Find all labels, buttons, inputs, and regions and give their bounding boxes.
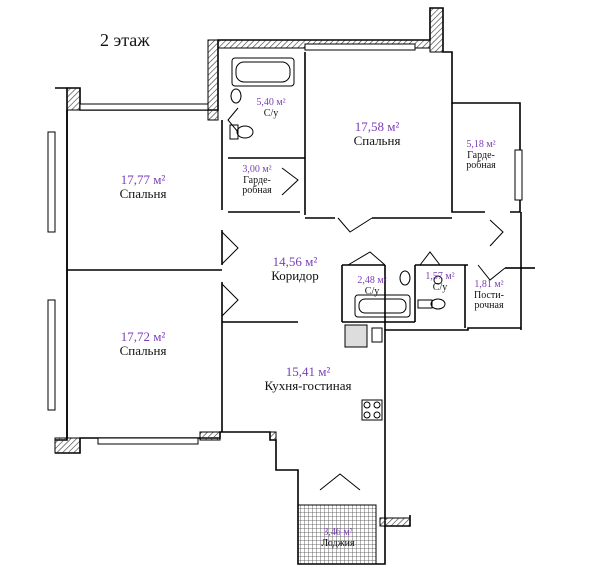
- room-area: 1,57 м²: [425, 271, 455, 282]
- room-name: Спальня: [353, 132, 401, 148]
- room-area: 3,46 м²: [323, 527, 353, 538]
- loggia-floor: [297, 504, 377, 565]
- room-name: С/у: [263, 107, 279, 119]
- room-area: 15,41 м²: [285, 364, 331, 379]
- exterior-walls: [55, 7, 535, 565]
- room-name: Гарде- робная: [466, 149, 496, 171]
- floor-title: 2 этаж: [100, 30, 150, 50]
- windows: [47, 43, 523, 445]
- room-name: Спальня: [119, 342, 167, 358]
- fixtures: [229, 57, 446, 421]
- room-area: 5,18 м²: [466, 139, 496, 150]
- room-name: Гарде- робная: [242, 174, 272, 196]
- room-name: Спальня: [119, 185, 167, 201]
- room-area: 1,81 м²: [474, 279, 504, 290]
- doors: [221, 107, 506, 491]
- room-name: Коридор: [271, 267, 319, 283]
- room-area: 17,77 м²: [120, 172, 166, 187]
- room-name: Лоджия: [321, 537, 355, 549]
- room-name: С/у: [432, 281, 448, 293]
- room-name: С/у: [364, 285, 380, 297]
- room-area: 2,48 м²: [357, 275, 387, 286]
- room-area: 17,72 м²: [120, 329, 166, 344]
- room-area: 3,00 м²: [242, 164, 272, 175]
- room-area: 5,40 м²: [256, 97, 286, 108]
- room-name: Кухня-гостиная: [264, 377, 352, 393]
- room-area: 14,56 м²: [272, 254, 318, 269]
- room-name: Пости- рочная: [474, 289, 504, 311]
- room-area: 17,58 м²: [354, 119, 400, 134]
